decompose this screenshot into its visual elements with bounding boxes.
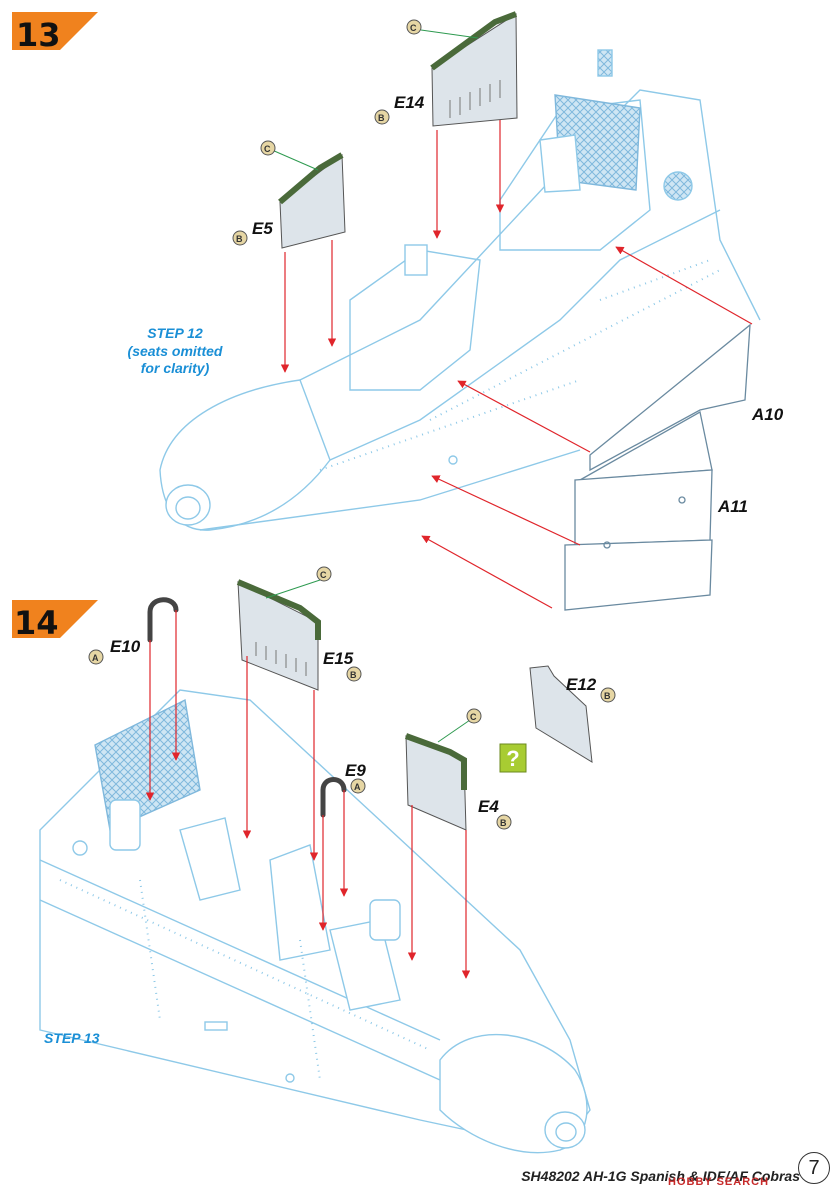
label-e5: E5 (252, 219, 273, 238)
marker-leaders-step-13 (271, 29, 479, 171)
color-marker-c: C (406, 19, 422, 35)
svg-text:STEP 12: STEP 12 (147, 325, 203, 341)
svg-text:?: ? (506, 746, 519, 771)
color-marker-c: C (316, 566, 332, 582)
svg-text:(seats omitted: (seats omitted (128, 343, 223, 359)
marker-leaders-step-14 (265, 579, 471, 743)
svg-text:for clarity): for clarity) (141, 360, 210, 376)
color-marker-c: C (260, 140, 276, 156)
svg-text:B: B (350, 670, 357, 680)
svg-text:C: C (320, 570, 327, 580)
color-marker-b: B (496, 814, 512, 830)
svg-text:C: C (264, 144, 271, 154)
part-e9-handle (320, 777, 347, 818)
color-marker-a: A (350, 778, 366, 794)
svg-text:B: B (236, 234, 243, 244)
svg-text:A: A (92, 653, 99, 663)
label-e14: E14 (394, 93, 425, 112)
step-13-badge: 13 (12, 12, 98, 54)
watermark: HOBBY SEARCH (668, 1176, 770, 1188)
svg-text:B: B (604, 691, 611, 701)
label-e4: E4 (478, 797, 499, 816)
fuselage-step-13 (159, 49, 761, 531)
part-e4-panel (404, 733, 467, 831)
footer-title: SH48202 AH-1G Spanish & IDF/AF Cobras (521, 1168, 800, 1184)
color-marker-b: B (232, 230, 248, 246)
color-marker-b: B (374, 109, 390, 125)
label-e12: E12 (566, 675, 597, 694)
color-marker-a: A (88, 649, 104, 665)
step-14-badge: 14 (12, 600, 98, 642)
fuselage-step-14 (39, 689, 591, 1154)
part-e12-panel (529, 665, 593, 763)
side-panels-a10-a11 (564, 323, 751, 611)
page-number: 7 (798, 1152, 830, 1184)
svg-text:B: B (500, 818, 507, 828)
assembly-arrows-step-14 (145, 610, 471, 979)
svg-text:C: C (470, 712, 477, 722)
color-marker-b: B (346, 666, 362, 682)
svg-text:A: A (354, 782, 361, 792)
part-e14-panel (430, 11, 518, 127)
svg-text:B: B (378, 113, 385, 123)
step-14-note: STEP 13 (44, 1030, 100, 1046)
color-marker-c: C (466, 708, 482, 724)
label-e15: E15 (323, 649, 354, 668)
assembly-arrows-step-13 (280, 120, 753, 609)
svg-text:C: C (410, 23, 417, 33)
svg-text:14: 14 (14, 604, 59, 642)
label-a10: A10 (751, 405, 784, 424)
svg-text:13: 13 (16, 16, 61, 54)
color-marker-b: B (600, 687, 616, 703)
label-a11: A11 (717, 497, 748, 516)
label-e9: E9 (345, 761, 366, 780)
part-e5-panel (278, 152, 346, 249)
part-e10-handle (147, 597, 179, 643)
question-mark-box: ? (499, 743, 527, 773)
label-e10: E10 (110, 637, 141, 656)
step-13-note: STEP 12 (seats omitted for clarity) (128, 325, 223, 376)
part-e15-panel (236, 579, 321, 691)
